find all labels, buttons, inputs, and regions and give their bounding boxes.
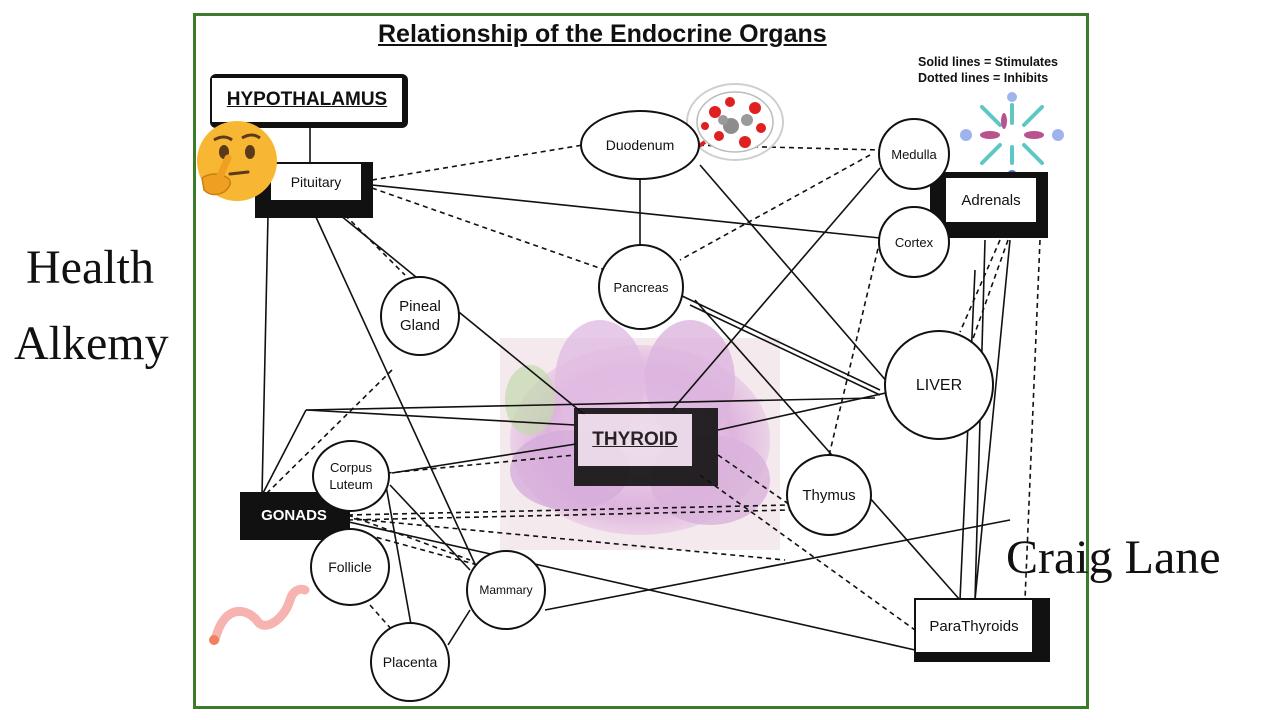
diagram-title: Relationship of the Endocrine Organs [378,20,827,48]
node-thyroid: THYROID [574,408,718,486]
node-follicle: Follicle [310,528,390,606]
node-pancreas-label: Pancreas [613,279,669,295]
thinking-face-icon [194,118,280,204]
node-duodenum-label: Duodenum [605,136,675,153]
node-medulla-label: Medulla [891,146,937,162]
node-pituitary-label: Pituitary [290,174,342,190]
node-duodenum: Duodenum [580,110,700,180]
node-corpus-label-1: Corpus [330,460,372,475]
node-hypothalamus: HYPOTHALAMUS [210,74,408,128]
node-hypothalamus-label: HYPOTHALAMUS [226,89,388,110]
legend-solid: Solid lines = Stimulates [918,55,1058,69]
node-adrenals-label: Adrenals [961,191,1021,209]
legend-dotted: Dotted lines = Inhibits [918,71,1049,85]
side-text-author: Craig Lane [1006,531,1221,584]
node-liver-label: LIVER [915,376,963,394]
node-pancreas: Pancreas [598,244,684,330]
side-text-alkemy: Alkemy [14,317,169,370]
node-medulla: Medulla [878,118,950,190]
node-pineal-label-2: Gland [399,317,440,334]
node-follicle-label: Follicle [328,558,372,575]
node-liver: LIVER [884,330,994,440]
node-cortex: Cortex [878,206,950,278]
node-corpus-label-2: Luteum [329,477,373,492]
node-cortex-label: Cortex [894,234,934,250]
node-pituitary: Pituitary [255,162,373,218]
microbe-sticker-icon [686,83,784,161]
node-adrenals: Adrenals [930,172,1048,238]
node-parathyroids-label: ParaThyroids [929,617,1019,635]
node-placenta-label: Placenta [382,653,438,670]
node-thymus-label: Thymus [802,486,856,504]
node-mammary-label: Mammary [479,582,533,597]
node-gonads-label: GONADS [261,506,327,524]
node-pineal-label-1: Pineal [399,298,441,315]
node-mammary: Mammary [466,550,546,630]
side-text-health: Health [26,241,154,294]
node-thyroid-label: THYROID [592,429,678,450]
node-placenta: Placenta [370,622,450,702]
node-thymus: Thymus [786,454,872,536]
node-parathyroids: ParaThyroids [914,598,1050,662]
squiggle-icon [209,584,310,645]
legend: Solid lines = Stimulates Dotted lines = … [918,54,1058,86]
sparkle-burst-icon [960,92,1064,180]
